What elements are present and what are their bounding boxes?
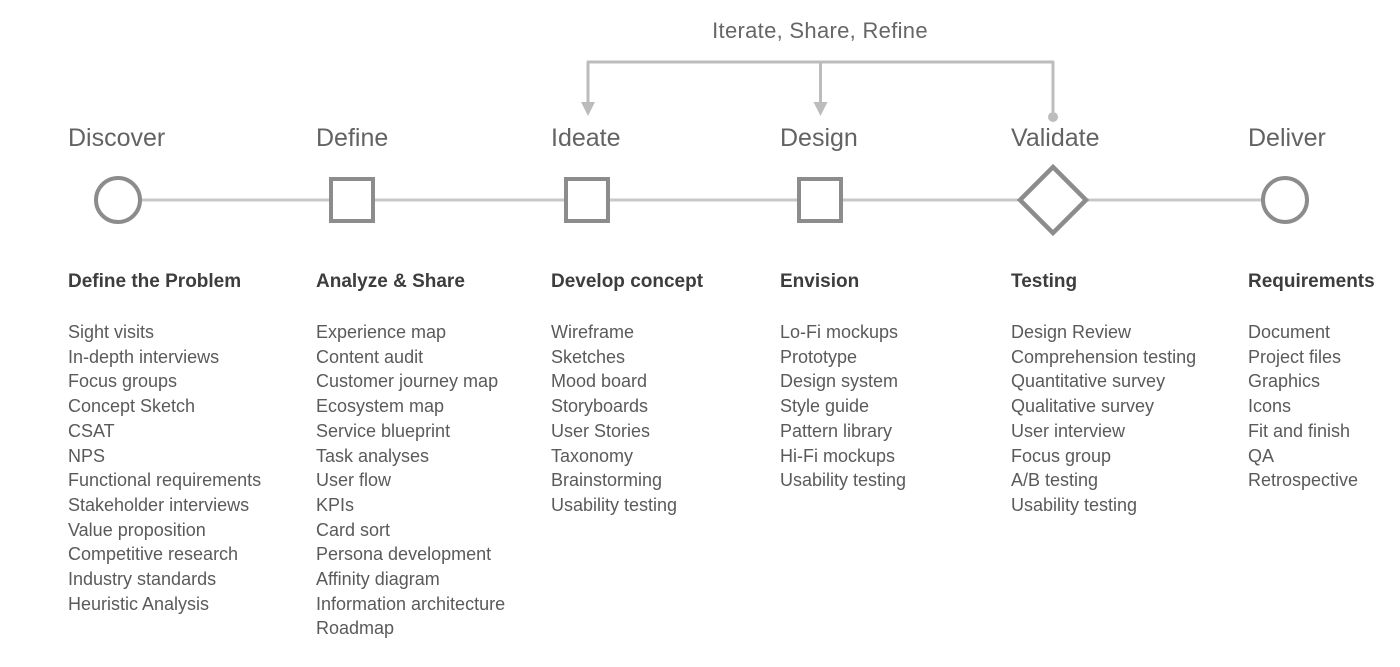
bracket-end-dot bbox=[1048, 112, 1058, 122]
phase-label-discover: Discover bbox=[68, 124, 166, 152]
list-item: Wireframe bbox=[551, 322, 635, 342]
list-item: Graphics bbox=[1248, 371, 1321, 392]
list-item: User interview bbox=[1011, 420, 1126, 441]
list-item: Qualitative survey bbox=[1011, 396, 1155, 417]
list-item: Mood board bbox=[551, 371, 648, 392]
list-item: Experience map bbox=[316, 322, 447, 342]
list-item: Design Review bbox=[1011, 322, 1132, 342]
design-square-marker bbox=[797, 177, 843, 223]
deliver-circle-marker bbox=[1261, 176, 1309, 224]
list-item: NPS bbox=[68, 445, 106, 466]
list-item: Usability testing bbox=[551, 494, 678, 515]
list-item: Document bbox=[1248, 322, 1331, 342]
phase-label-define: Define bbox=[316, 124, 389, 152]
list-item: Customer journey map bbox=[316, 371, 499, 392]
column-heading: Envision bbox=[780, 271, 860, 292]
column-heading: Requirements bbox=[1248, 271, 1375, 292]
list-item: User Stories bbox=[551, 420, 651, 441]
list-item: Sketches bbox=[551, 346, 626, 367]
validate-diamond-marker bbox=[1016, 163, 1090, 237]
list-item: Pattern library bbox=[780, 420, 893, 441]
list-item: Value proposition bbox=[68, 519, 206, 540]
arrow-down-icon bbox=[581, 102, 595, 116]
list-item: QA bbox=[1248, 445, 1275, 466]
list-item: Brainstorming bbox=[551, 470, 663, 491]
list-item: Sight visits bbox=[68, 322, 155, 342]
list-item: Focus groups bbox=[68, 371, 178, 392]
list-item: Usability testing bbox=[1011, 494, 1138, 515]
phase-label-design: Design bbox=[780, 124, 858, 152]
list-item: Lo-Fi mockups bbox=[780, 322, 899, 342]
list-item: Prototype bbox=[780, 346, 858, 367]
list-item: Storyboards bbox=[551, 396, 649, 417]
list-item: Stakeholder interviews bbox=[68, 494, 250, 515]
list-item: Taxonomy bbox=[551, 445, 634, 466]
arrow-down-icon bbox=[813, 102, 828, 116]
phase-label-ideate: Ideate bbox=[551, 124, 621, 152]
list-item: Design system bbox=[780, 371, 899, 392]
list-item: Usability testing bbox=[780, 470, 907, 491]
list-item: Retrospective bbox=[1248, 470, 1359, 491]
define-square-marker bbox=[329, 177, 375, 223]
column-heading: Define the Problem bbox=[68, 271, 242, 292]
list-item: Industry standards bbox=[68, 569, 217, 590]
iterate-share-refine-title: Iterate, Share, Refine bbox=[712, 18, 928, 43]
list-item: Heuristic Analysis bbox=[68, 593, 210, 614]
phase-label-deliver: Deliver bbox=[1248, 124, 1326, 152]
list-item: Card sort bbox=[316, 519, 391, 540]
list-item: Service blueprint bbox=[316, 420, 451, 441]
list-item: Content audit bbox=[316, 346, 424, 367]
list-item: Ecosystem map bbox=[316, 396, 445, 417]
list-item: Fit and finish bbox=[1248, 420, 1351, 441]
column-heading: Testing bbox=[1011, 271, 1078, 292]
list-item: Task analyses bbox=[316, 445, 430, 466]
list-item: Comprehension testing bbox=[1011, 346, 1197, 367]
list-item: Functional requirements bbox=[68, 470, 262, 491]
list-item: Concept Sketch bbox=[68, 396, 196, 417]
phase-label-validate: Validate bbox=[1011, 124, 1100, 152]
list-item: Hi-Fi mockups bbox=[780, 445, 896, 466]
list-item: Persona development bbox=[316, 544, 492, 565]
list-item: Project files bbox=[1248, 346, 1342, 367]
column-heading: Analyze & Share bbox=[316, 271, 465, 292]
column-heading: Develop concept bbox=[551, 271, 704, 292]
list-item: Style guide bbox=[780, 396, 870, 417]
list-item: Information architecture bbox=[316, 593, 506, 614]
list-item: In-depth interviews bbox=[68, 346, 220, 367]
discover-circle-marker bbox=[94, 176, 142, 224]
list-item: Focus group bbox=[1011, 445, 1112, 466]
list-item: A/B testing bbox=[1011, 470, 1099, 491]
list-item: Icons bbox=[1248, 396, 1292, 417]
ideate-square-marker bbox=[564, 177, 610, 223]
list-item: Roadmap bbox=[316, 618, 395, 639]
list-item: Affinity diagram bbox=[316, 569, 440, 590]
list-item: KPIs bbox=[316, 494, 355, 515]
list-item: Competitive research bbox=[68, 544, 239, 565]
list-item: User flow bbox=[316, 470, 392, 491]
list-item: Quantitative survey bbox=[1011, 371, 1166, 392]
list-item: CSAT bbox=[68, 420, 115, 441]
